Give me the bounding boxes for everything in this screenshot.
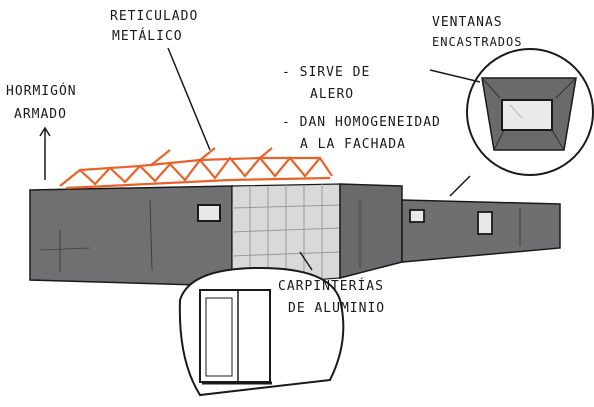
window-right-1 [409,209,425,223]
arrow-to-door [299,251,313,271]
label-reticulado-1: RETICULADO [110,9,198,24]
arrow-to-callout [449,175,471,197]
concrete-block-center [339,183,403,279]
label-dan-1: - DAN HOMOGENEIDAD [282,115,441,130]
leader-lines [39,47,481,180]
window-right-2 [477,211,493,235]
door-detail-callout [178,266,345,397]
label-ventanas-2: ENCASTRADOS [432,35,522,49]
window-detail-callout [466,48,594,176]
label-carpinterias-1: CARPINTERÍAS [278,278,384,294]
window-left [197,204,221,222]
label-dan-2: A LA FACHADA [300,137,406,152]
building [29,183,561,287]
label-carpinterias-2: DE ALUMINIO [288,301,385,316]
label-hormigon-1: HORMIGÓN [6,83,77,99]
metal-truss [59,147,333,190]
label-hormigon-2: ARMADO [14,107,67,122]
label-ventanas-1: VENTANAS [432,15,503,30]
label-sirve-2: ALERO [310,87,354,102]
label-sirve-1: - SIRVE DE [282,65,370,80]
label-reticulado-2: METÁLICO [112,28,183,44]
